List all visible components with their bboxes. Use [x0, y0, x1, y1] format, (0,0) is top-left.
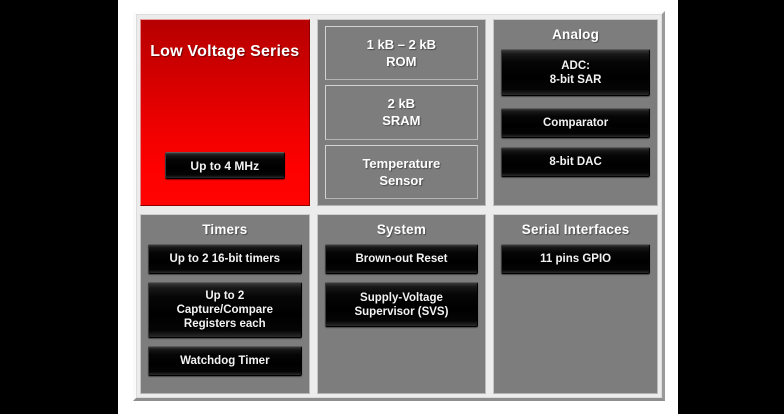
- panel-serial-heading: Serial Interfaces: [521, 222, 630, 237]
- block-capture-compare-line1: Up to 2: [205, 290, 245, 302]
- block-adc-line2: 8-bit SAR: [549, 73, 602, 86]
- block-adc[interactable]: ADC: 8-bit SAR: [501, 49, 650, 96]
- panel-timers[interactable]: Timers Up to 2 16-bit timers Up to 2 Cap…: [140, 214, 310, 394]
- panel-analog-heading: Analog: [552, 27, 600, 42]
- timers-spacer-2: [148, 338, 302, 346]
- block-comparator[interactable]: Comparator: [501, 108, 650, 138]
- series-title: Low Voltage Series: [150, 43, 300, 60]
- block-svs-line2: Supervisor (SVS): [354, 305, 449, 318]
- panel-memory[interactable]: 1 kB – 2 kB ROM 2 kB SRAM Temperature: [316, 19, 487, 206]
- block-diagram-grid: Low Voltage Series Up to 4 MHz 1 kB – 2 …: [140, 19, 658, 394]
- block-temperature-sensor-line1: Temperature: [362, 155, 441, 171]
- block-16bit-timers[interactable]: Up to 2 16-bit timers: [148, 244, 302, 274]
- block-rom[interactable]: 1 kB – 2 kB ROM: [324, 26, 479, 81]
- panel-timers-heading: Timers: [202, 222, 248, 237]
- panel-low-voltage-series[interactable]: Low Voltage Series Up to 4 MHz: [140, 19, 310, 206]
- block-gpio[interactable]: 11 pins GPIO: [501, 244, 650, 274]
- block-svs-line1: Supply-Voltage: [360, 291, 443, 304]
- diagram-row-top: Low Voltage Series Up to 4 MHz 1 kB – 2 …: [140, 19, 658, 206]
- memory-block-stack: 1 kB – 2 kB ROM 2 kB SRAM Temperature: [324, 26, 479, 199]
- block-temperature-sensor-line2: Sensor: [379, 172, 424, 188]
- block-sram-line2: SRAM: [382, 113, 421, 129]
- analog-spacer-2: [501, 138, 650, 147]
- panel-analog[interactable]: Analog ADC: 8-bit SAR Comparator 8-bit D…: [493, 19, 658, 206]
- block-rom-line2: ROM: [386, 54, 417, 70]
- block-sram[interactable]: 2 kB SRAM: [324, 85, 479, 140]
- block-sram-line1: 2 kB: [387, 96, 416, 112]
- panel-system-heading: System: [376, 222, 427, 237]
- diagram-row-bottom: Timers Up to 2 16-bit timers Up to 2 Cap…: [140, 214, 658, 394]
- block-capture-compare[interactable]: Up to 2 Capture/Compare Registers each: [148, 282, 302, 338]
- panel-system[interactable]: System Brown-out Reset Supply-Voltage Su…: [316, 214, 487, 394]
- block-rom-line1: 1 kB – 2 kB: [366, 37, 437, 53]
- block-dac[interactable]: 8-bit DAC: [501, 147, 650, 177]
- timers-spacer-1: [148, 274, 302, 282]
- block-temperature-sensor[interactable]: Temperature Sensor: [324, 144, 479, 199]
- block-svs[interactable]: Supply-Voltage Supervisor (SVS): [324, 282, 479, 327]
- block-capture-compare-line3: Registers each: [183, 318, 266, 330]
- block-watchdog-timer[interactable]: Watchdog Timer: [148, 346, 302, 376]
- block-brown-out-reset[interactable]: Brown-out Reset: [324, 244, 479, 274]
- panel-serial-interfaces[interactable]: Serial Interfaces 11 pins GPIO: [493, 214, 658, 394]
- system-spacer: [325, 274, 479, 282]
- block-capture-compare-line2: Capture/Compare: [176, 304, 274, 316]
- analog-spacer: [501, 96, 650, 108]
- block-max-clock-speed[interactable]: Up to 4 MHz: [164, 152, 285, 179]
- block-adc-line1: ADC:: [561, 59, 590, 72]
